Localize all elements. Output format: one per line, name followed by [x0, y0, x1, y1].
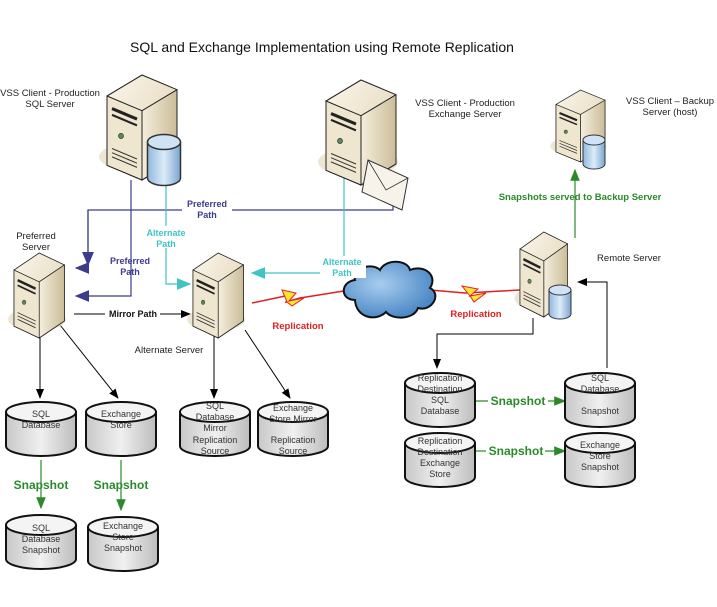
svg-text:Replication: Replication — [418, 436, 463, 446]
svg-text:Preferred: Preferred — [187, 199, 227, 209]
svg-text:Store: Store — [429, 469, 451, 479]
database-icon — [146, 133, 182, 187]
svg-text:Store Mirror: Store Mirror — [269, 414, 317, 424]
svg-text:SQL Server: SQL Server — [25, 99, 74, 110]
svg-text:Replication: Replication — [418, 373, 463, 383]
svg-text:VSS Client - Production: VSS Client - Production — [0, 88, 100, 99]
replication-label-right: Replication — [450, 309, 501, 320]
replication-link-left — [251, 289, 351, 307]
svg-text:Preferred: Preferred — [16, 231, 56, 242]
svg-text:Destination: Destination — [417, 384, 462, 394]
snapshot-label: Snapshot — [489, 444, 544, 458]
svg-text:Store: Store — [112, 532, 134, 542]
svg-text:Server (host): Server (host) — [643, 107, 698, 118]
svg-text:Snapshot: Snapshot — [22, 545, 61, 555]
alternate-to-exchmirror-connector — [244, 329, 291, 399]
remote-sql-snapshot-label: SQL Database Snapshot — [581, 373, 620, 416]
exchange-store-label: Exchange Store — [101, 409, 141, 430]
remote-to-repdest-connector — [433, 318, 534, 369]
snapshot-label: Snapshot — [14, 478, 69, 492]
svg-text:SQL: SQL — [32, 523, 50, 533]
alternate-path-label-right: Alternate Path — [320, 256, 366, 278]
remote-exchange-snapshot-label: Exchange Store Snapshot — [580, 440, 620, 472]
backup-server-label: VSS Client – Backup Server (host) — [626, 96, 714, 118]
svg-text:Replication: Replication — [271, 435, 316, 445]
remote-server-label: Remote Server — [597, 253, 661, 264]
remote-snapshot-to-remote-connector — [577, 278, 608, 368]
snapshot-label: Snapshot — [94, 478, 149, 492]
svg-text:Path: Path — [120, 267, 140, 277]
svg-text:Exchange: Exchange — [273, 403, 313, 413]
svg-text:Path: Path — [332, 268, 352, 278]
svg-text:VSS Client - Production: VSS Client - Production — [415, 98, 515, 109]
svg-text:Alternate: Alternate — [322, 257, 361, 267]
alternate-path-connector — [165, 160, 345, 290]
alternate-server-label: Alternate Server — [135, 345, 204, 356]
prod-exchange-server-label: VSS Client - Production Exchange Server — [415, 98, 515, 120]
preferred-server-label: Preferred Server — [16, 231, 56, 253]
svg-text:SQL: SQL — [431, 395, 449, 405]
preferred-to-exchange-connector — [59, 324, 119, 399]
svg-text:VSS Client – Backup: VSS Client – Backup — [626, 96, 714, 107]
svg-text:Alternate: Alternate — [146, 228, 185, 238]
preferred-server-icon — [6, 251, 68, 340]
preferred-path-label-top: Preferred Path — [182, 199, 232, 221]
svg-text:Destination: Destination — [417, 447, 462, 457]
svg-text:SQL: SQL — [206, 401, 224, 411]
snapshots-served-label: Snapshots served to Backup Server — [499, 192, 662, 203]
alternate-server-icon — [185, 251, 247, 340]
svg-text:Store: Store — [589, 451, 611, 461]
diagram-title: SQL and Exchange Implementation using Re… — [130, 39, 514, 55]
svg-text:SQL: SQL — [591, 373, 609, 383]
svg-text:Source: Source — [201, 446, 230, 456]
snapshot-label: Snapshot — [491, 394, 546, 408]
svg-text:Database: Database — [421, 406, 460, 416]
alternate-path-label-left: Alternate Path — [144, 226, 188, 249]
svg-text:Snapshot: Snapshot — [104, 543, 143, 553]
svg-text:Replication: Replication — [193, 435, 238, 445]
svg-text:Preferred: Preferred — [110, 256, 150, 266]
replication-label-left: Replication — [272, 321, 323, 332]
replication-link-right — [429, 285, 521, 303]
rep-dest-exchange-label: Replication Destination Exchange Store — [417, 436, 462, 479]
exchange-store-snapshot-label: Exchange Store Snapshot — [103, 521, 143, 553]
sql-mirror-label: SQL Database Mirror Replication Source — [193, 401, 238, 456]
svg-text:Database: Database — [22, 420, 61, 430]
envelope-icon — [361, 159, 409, 211]
svg-text:SQL: SQL — [32, 409, 50, 419]
svg-text:Database: Database — [196, 412, 235, 422]
svg-text:Snapshot: Snapshot — [581, 406, 620, 416]
svg-text:Store: Store — [110, 420, 132, 430]
exchange-mirror-label: Exchange Store Mirror Replication Source — [269, 403, 317, 456]
svg-text:Database: Database — [22, 534, 61, 544]
svg-text:Exchange: Exchange — [101, 409, 141, 419]
svg-text:Path: Path — [197, 210, 217, 220]
svg-text:Exchange: Exchange — [103, 521, 143, 531]
svg-text:Exchange: Exchange — [580, 440, 620, 450]
svg-text:Source: Source — [279, 446, 308, 456]
svg-text:Path: Path — [156, 239, 176, 249]
prod-sql-server-label: VSS Client - Production SQL Server — [0, 88, 100, 110]
svg-text:Exchange: Exchange — [420, 458, 460, 468]
svg-text:Mirror: Mirror — [203, 423, 227, 433]
sql-database-label: SQL Database — [22, 409, 61, 430]
mirror-path-label: Mirror Path — [109, 309, 157, 319]
sql-db-snapshot-label: SQL Database Snapshot — [22, 523, 61, 555]
svg-text:Database: Database — [581, 384, 620, 394]
svg-text:Snapshot: Snapshot — [581, 462, 620, 472]
database-icon — [548, 284, 572, 320]
preferred-path-label-left: Preferred Path — [110, 256, 150, 277]
rep-dest-sql-label: Replication Destination SQL Database — [417, 373, 462, 416]
svg-text:Server: Server — [22, 242, 50, 253]
svg-text:Exchange Server: Exchange Server — [429, 109, 502, 120]
database-icon — [582, 134, 606, 170]
